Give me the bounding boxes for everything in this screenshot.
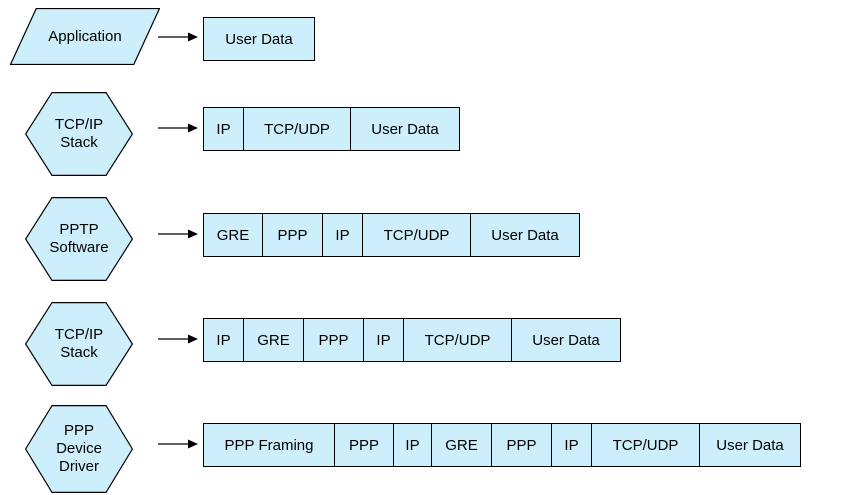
arrow-right-icon xyxy=(158,229,198,239)
packet-field[interactable]: PPP xyxy=(335,424,394,466)
packet-field[interactable]: PPP xyxy=(263,214,323,256)
packet-field[interactable]: GRE xyxy=(432,424,492,466)
packet-field[interactable]: TCP/UDP xyxy=(363,214,471,256)
arrow-right-icon xyxy=(158,32,198,42)
packet-field[interactable]: GRE xyxy=(204,214,263,256)
packet-field[interactable]: TCP/UDP xyxy=(244,108,351,150)
packet-field[interactable]: User Data xyxy=(700,424,800,466)
packet-field[interactable]: GRE xyxy=(244,319,304,361)
packet-field[interactable]: PPP Framing xyxy=(204,424,335,466)
packet-field[interactable]: IP xyxy=(394,424,432,466)
packet-field[interactable]: IP xyxy=(552,424,592,466)
packet-field[interactable]: User Data xyxy=(204,18,314,60)
packet-field[interactable]: User Data xyxy=(471,214,579,256)
packet-field[interactable]: User Data xyxy=(351,108,459,150)
packet-field[interactable]: User Data xyxy=(512,319,620,361)
packet-field[interactable]: IP xyxy=(364,319,404,361)
packet-field[interactable]: IP xyxy=(204,108,244,150)
arrow-right-icon xyxy=(158,334,198,344)
packet-bar-application: User Data xyxy=(203,17,315,61)
arrow-right-icon xyxy=(158,439,198,449)
packet-field[interactable]: TCP/UDP xyxy=(592,424,700,466)
layer-shape-application[interactable]: Application xyxy=(10,8,160,65)
packet-field[interactable]: IP xyxy=(323,214,363,256)
layer-shape-label-application: Application xyxy=(48,27,122,45)
packet-field[interactable]: TCP/UDP xyxy=(404,319,512,361)
packet-field[interactable]: PPP xyxy=(304,319,364,361)
arrow-right-icon xyxy=(158,123,198,133)
packet-field[interactable]: PPP xyxy=(492,424,552,466)
packet-field[interactable]: IP xyxy=(204,319,244,361)
